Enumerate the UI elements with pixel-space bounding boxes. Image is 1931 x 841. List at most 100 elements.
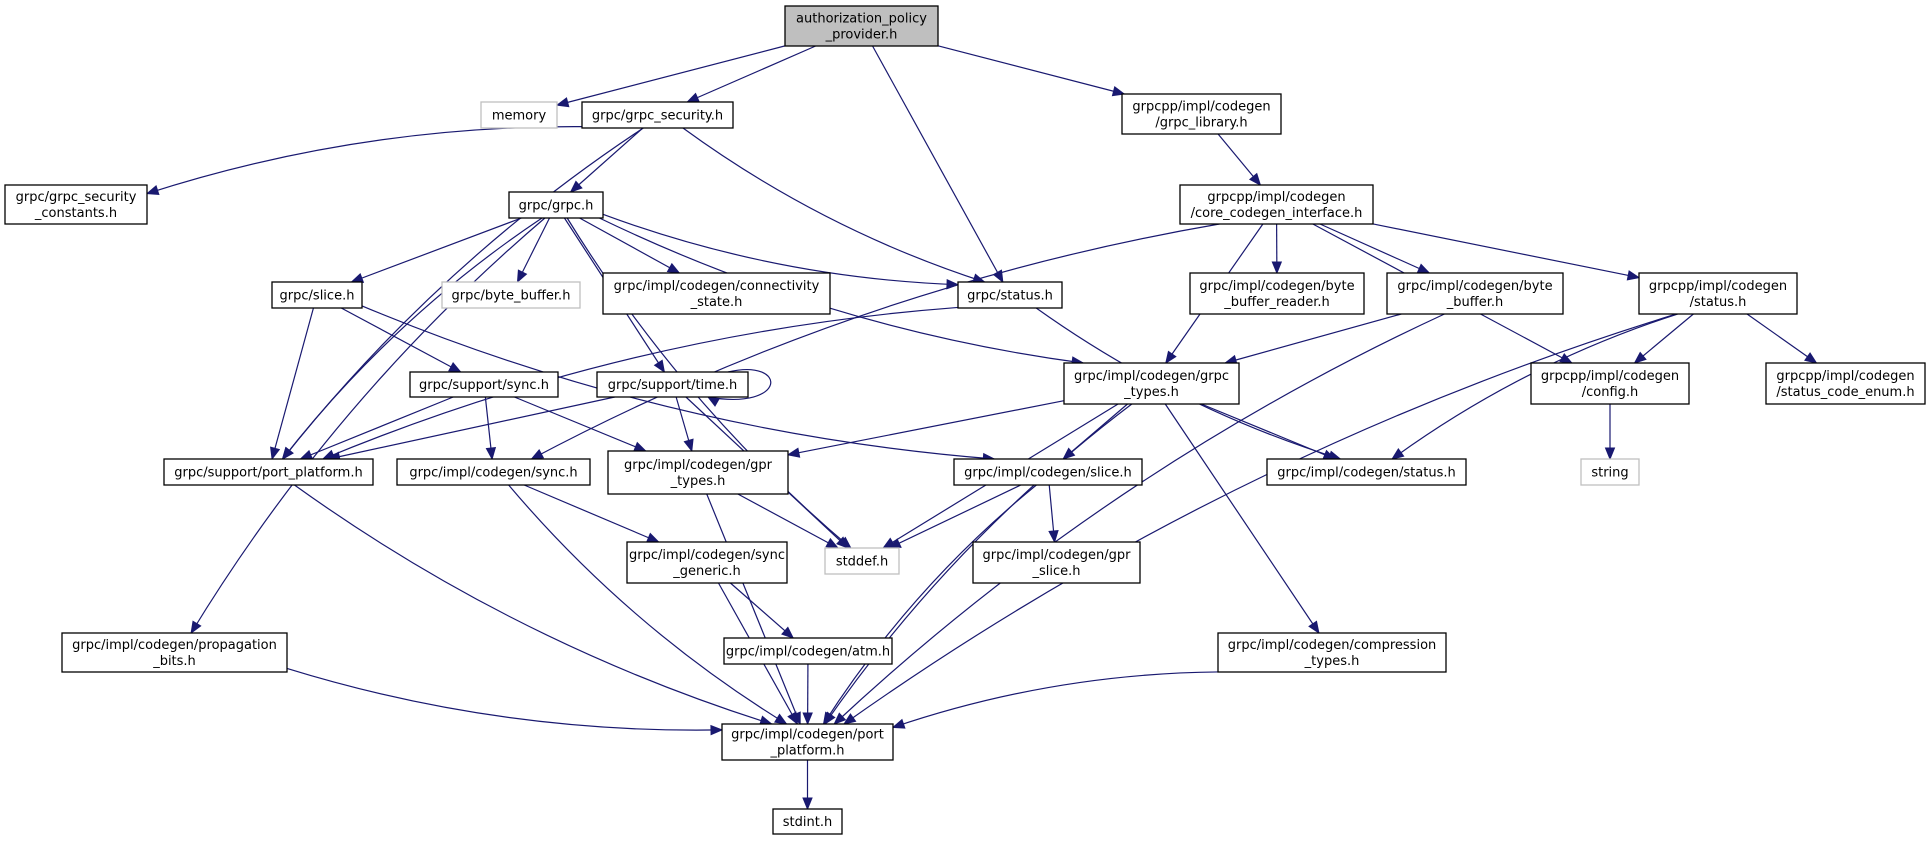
edge-core_codegen_interface-to-grpcpp_status [1372,223,1641,281]
node-label: _buffer_reader.h [1223,295,1330,310]
arrowhead [1626,270,1641,281]
edge-line [1372,223,1640,279]
node-config_h[interactable]: grpcpp/impl/codegen/config.h [1530,362,1690,405]
edge-line [687,45,816,103]
edge-line [824,403,1133,725]
node-label: grpcpp/impl/codegen [1649,279,1787,294]
node-byte_buffer_reader[interactable]: grpc/impl/codegen/byte_buffer_reader.h [1189,272,1365,315]
arrowhead [833,712,847,725]
edge-line [351,217,522,283]
edge-line [787,400,1065,456]
node-codegen_status[interactable]: grpc/impl/codegen/status.h [1266,458,1467,486]
edge-line [322,306,959,460]
node-label: grpc/grpc.h [519,199,594,214]
arrowhead [190,620,202,635]
node-codegen_slice[interactable]: grpc/impl/codegen/slice.h [953,458,1143,486]
node-box [1530,362,1690,405]
node-support_sync[interactable]: grpc/support/sync.h [409,371,559,398]
node-grpc_security_constants[interactable]: grpc/grpc_security_constants.h [4,184,148,225]
node-string[interactable]: string [1580,458,1640,486]
arrowhead [646,532,660,543]
node-box [1765,362,1926,405]
node-gpr_slice[interactable]: grpc/impl/codegen/gpr_slice.h [972,541,1141,584]
node-grpc_status[interactable]: grpc/status.h [957,281,1063,309]
edge-core_codegen_interface-to-byte_buffer_reader [1271,223,1283,275]
node-label: _generic.h [672,564,740,579]
node-label: _provider.h [825,28,898,43]
edge-line [282,217,543,460]
node-box [1266,458,1467,486]
edge-line [1201,403,1336,460]
node-label: grpcpp/impl/codegen [1207,190,1345,205]
arrowhead [1048,530,1059,544]
node-label: grpc/status.h [967,289,1053,304]
edge-line [146,126,583,195]
node-box [163,458,374,486]
node-support_time[interactable]: grpc/support/time.h [596,371,749,398]
node-label: grpc/impl/codegen/byte [1397,279,1552,294]
node-codegen_sync[interactable]: grpc/impl/codegen/sync.h [396,458,591,486]
node-label: grpc/impl/codegen/slice.h [964,466,1132,481]
arrowhead [836,536,850,549]
node-label: _constants.h [34,206,117,221]
node-support_port_platform[interactable]: grpc/support/port_platform.h [163,458,374,486]
node-grpc_h[interactable]: grpc/grpc.h [508,191,604,219]
node-slice_h[interactable]: grpc/slice.h [271,281,363,309]
edge-line [682,127,985,283]
node-label: grpc/impl/codegen/status.h [1277,466,1455,481]
node-memory[interactable]: memory [480,101,558,129]
node-gpr_types[interactable]: grpc/impl/codegen/gpr_types.h [607,450,789,495]
edge-line [579,217,680,274]
node-label: _state.h [690,295,743,310]
node-label: /grpc_library.h [1155,116,1247,131]
edge-grpc_security-to-grpc_status [682,127,986,284]
node-label: _slice.h [1031,564,1080,579]
node-codegen_port_platform[interactable]: grpc/impl/codegen/port_platform.h [721,723,894,761]
node-root[interactable]: authorization_policy_provider.h [784,5,939,47]
node-sync_generic[interactable]: grpc/impl/codegen/sync_generic.h [626,541,788,584]
node-grpc_types[interactable]: grpc/impl/codegen/grpc_types.h [1063,362,1240,405]
arrowhead [653,359,666,374]
edge-line [190,217,546,634]
arrowhead [633,441,647,452]
node-atm[interactable]: grpc/impl/codegen/atm.h [723,637,893,665]
arrowhead [787,711,799,726]
node-grpcpp_status[interactable]: grpcpp/impl/codegen/status.h [1638,272,1798,315]
edge-line [1164,403,1320,634]
edge-line [570,127,644,193]
node-stddef[interactable]: stddef.h [824,547,900,575]
edge-line [737,493,839,549]
node-connectivity_state[interactable]: grpc/impl/codegen/connectivity_state.h [602,272,831,315]
node-box [396,458,591,486]
node-codegen_byte_buffer[interactable]: grpc/impl/codegen/byte_buffer.h [1386,272,1564,315]
edge-slice_h-to-support_port_platform [270,307,315,461]
node-box [1121,93,1282,135]
node-label: /status.h [1690,295,1747,310]
node-stdint[interactable]: stdint.h [772,808,843,835]
arrowhead [774,713,788,725]
arrowhead [786,447,801,458]
node-box [626,541,788,584]
arrowhead [822,711,835,726]
edge-line [706,493,801,725]
node-box [1386,272,1564,315]
node-grpc_library[interactable]: grpcpp/impl/codegen/grpc_library.h [1121,93,1282,135]
arrowhead [145,185,160,196]
node-label: _types.h [1304,654,1360,669]
edge-codegen_sync-to-codegen_port_platform [508,484,788,725]
node-core_codegen_interface[interactable]: grpcpp/impl/codegen/core_codegen_interfa… [1179,184,1374,225]
node-status_code_enum[interactable]: grpcpp/impl/codegen/status_code_enum.h [1765,362,1926,405]
node-box [480,101,558,129]
node-byte_buffer_h[interactable]: grpc/byte_buffer.h [441,281,581,309]
node-label: grpcpp/impl/codegen [1541,369,1679,384]
node-compression_types[interactable]: grpc/impl/codegen/compression_types.h [1217,632,1447,673]
edges-layer [145,45,1818,811]
node-label: grpc/grpc_security [16,190,137,205]
node-box [1217,632,1447,673]
arrowhead [530,448,545,460]
node-propagation_bits[interactable]: grpc/impl/codegen/propagation_bits.h [61,632,288,673]
edge-line [892,671,1219,728]
arrowhead [1804,352,1818,364]
node-grpc_security[interactable]: grpc/grpc_security.h [581,101,734,129]
